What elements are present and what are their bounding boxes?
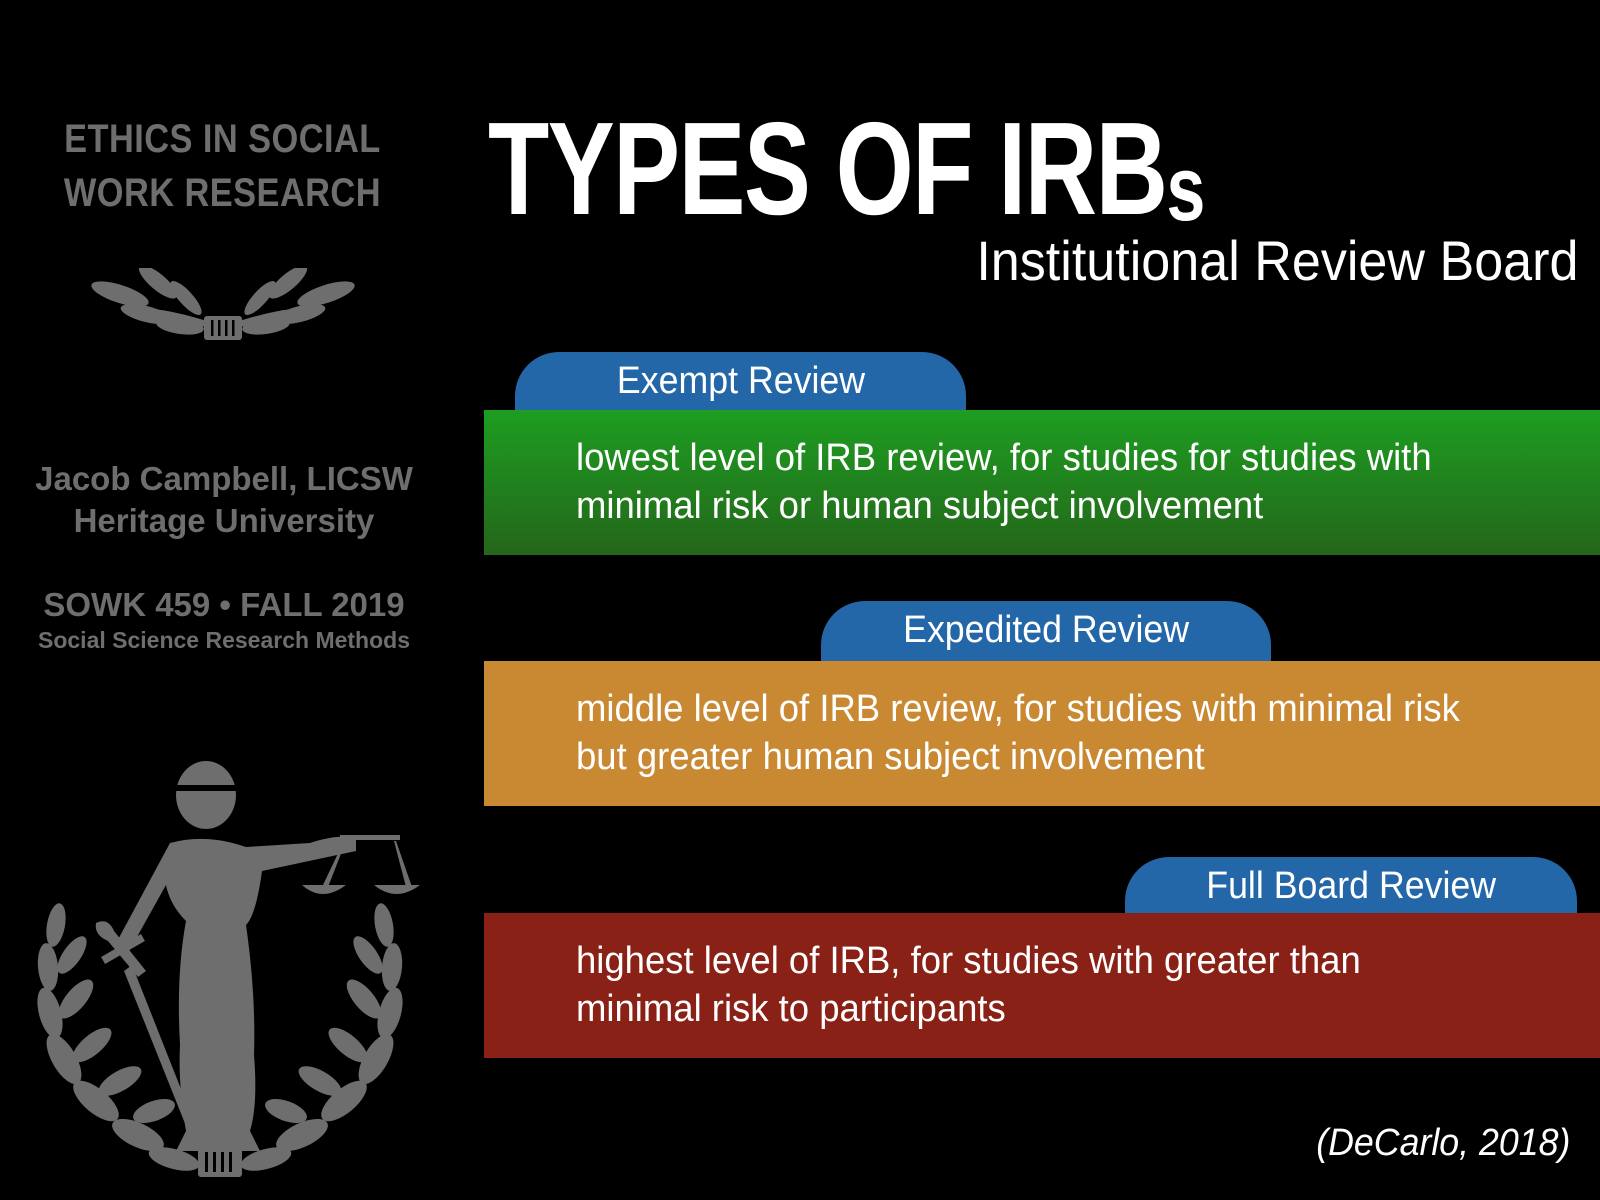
exempt-review-tab: Exempt Review <box>515 352 966 412</box>
laurel-wreath-icon <box>91 268 355 340</box>
exempt-review-description: lowest level of IRB review, for studies … <box>576 434 1432 530</box>
full-board-review-card: highest level of IRB, for studies with g… <box>484 913 1600 1058</box>
exempt-review-card: lowest level of IRB review, for studies … <box>484 410 1600 555</box>
description-line: minimal risk to participants <box>576 988 1006 1030</box>
lady-justice-emblem-icon <box>37 761 420 1177</box>
course-title-line-2: WORK RESEARCH <box>63 171 381 215</box>
expedited-review-card: middle level of IRB review, for studies … <box>484 661 1600 806</box>
citation: (DeCarlo, 2018) <box>1315 1122 1570 1164</box>
exempt-review-label: Exempt Review <box>616 360 865 402</box>
description-line: lowest level of IRB review, for studies … <box>576 437 1432 479</box>
full-board-review-tab: Full Board Review <box>1125 857 1577 913</box>
description-line: highest level of IRB, for studies with g… <box>576 940 1361 982</box>
instructor-name: Jacob Campbell, LICSW <box>35 460 413 497</box>
sidebar: ETHICS IN SOCIAL WORK RESEARCH <box>0 0 450 1200</box>
full-board-review-label: Full Board Review <box>1206 865 1496 907</box>
page-title: TYPES OF IRBs <box>488 103 1206 254</box>
instructor-info: Jacob Campbell, LICSW Heritage Universit… <box>0 458 448 542</box>
page-subtitle: Institutional Review Board <box>975 229 1578 292</box>
page-title-text: TYPES OF IRB <box>488 95 1168 242</box>
page-title-suffix: s <box>1166 138 1206 240</box>
description-line: minimal risk or human subject involvemen… <box>576 485 1264 527</box>
course-title: ETHICS IN SOCIAL WORK RESEARCH <box>31 112 414 220</box>
expedited-review-label: Expedited Review <box>903 609 1189 651</box>
course-subtitle: Social Science Research Methods <box>38 627 410 653</box>
full-board-review-description: highest level of IRB, for studies with g… <box>576 937 1361 1033</box>
course-code: SOWK 459 • FALL 2019 <box>43 586 405 623</box>
institution-name: Heritage University <box>73 502 375 539</box>
expedited-review-tab: Expedited Review <box>821 601 1271 661</box>
description-line: middle level of IRB review, for studies … <box>576 688 1460 730</box>
expedited-review-description: middle level of IRB review, for studies … <box>576 685 1460 781</box>
description-line: but greater human subject involvement <box>576 736 1205 778</box>
course-title-line-1: ETHICS IN SOCIAL <box>64 117 381 161</box>
